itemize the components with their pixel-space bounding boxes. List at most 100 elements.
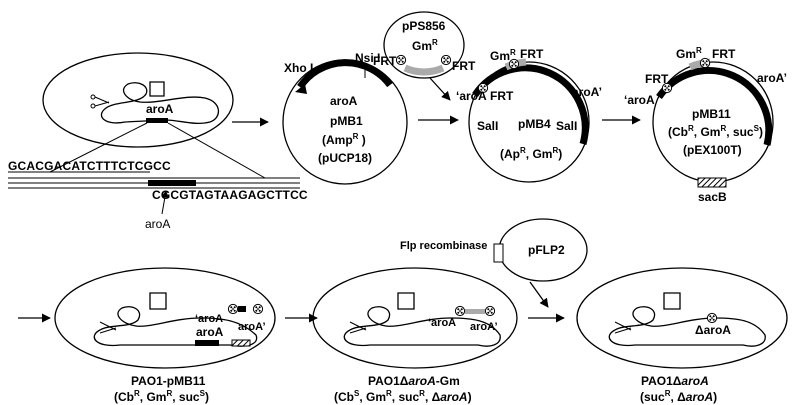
pMB11-aroA-left: ‘aroA <box>624 93 655 107</box>
pFLP2-plasmid: pFLP2 Flp recombinase <box>400 218 588 308</box>
arrow-icon <box>529 281 549 308</box>
chromosome-dna <box>100 82 220 125</box>
pMB11-gm: GmR <box>676 46 702 61</box>
strain3-cell <box>576 267 788 369</box>
pMB4-aroA-right: aroA’ <box>572 85 602 99</box>
pMB4-sal-right: SalI <box>556 119 577 133</box>
scissors-cut-icon <box>614 321 632 334</box>
frt-site-icon <box>454 305 466 317</box>
pMB11-frt-left: FRT <box>645 72 669 86</box>
scissors-cut-icon <box>349 321 367 334</box>
lower-sequence: CGCGTAGTAAGAGCTTCC <box>152 188 308 202</box>
pMB11-frt-top: FRT <box>712 47 736 61</box>
pPS856-gm-segment <box>403 64 445 76</box>
strain2-aroA-left: ‘aroA <box>428 317 456 329</box>
pMB4-circle <box>468 61 590 183</box>
strain1-dna <box>93 306 258 347</box>
strain1-name: PAO1-pMB11 <box>131 374 206 388</box>
zoom-line-left <box>49 122 148 173</box>
aroA-pointer-icon <box>161 190 169 215</box>
strain3-name: PAO1ΔaroA <box>641 374 709 388</box>
pMB4-sal-left: SalI <box>477 119 498 133</box>
strain1-aroA: aroA <box>196 325 224 339</box>
hatched-sacB-icon <box>697 177 727 188</box>
frt-site-icon <box>699 57 711 69</box>
strain3-loop <box>663 292 681 310</box>
strain2-markers: (CbS, GmR, sucR, ΔaroA) <box>334 389 472 404</box>
pMB11-aroA-right: aroA’ <box>757 71 787 85</box>
zoom-line-right <box>167 122 266 179</box>
strain1-markers: (CbR, GmR, sucS) <box>114 389 209 404</box>
chromosome-loop <box>149 81 165 97</box>
pMB1-nsi-site: Nsi I <box>355 51 380 65</box>
pMB1-aroA-arrowhead <box>295 84 307 94</box>
pMB11-aroA-segment <box>656 67 773 146</box>
frt-site-icon <box>508 58 520 70</box>
pMB4-name: pMB4 <box>518 117 551 131</box>
frt-site-icon <box>706 312 718 324</box>
frt-site-icon <box>227 303 239 315</box>
strain1-aroA-left: ‘aroA <box>195 313 223 325</box>
sequence-panel: GCACGACATCTTTCTCGCC CGCGTAGTAAGAGCTTCC a… <box>8 159 308 231</box>
strain3-markers: (sucR, ΔaroA) <box>640 389 717 404</box>
pMB11-backbone: (pEX100T) <box>683 143 742 157</box>
strain-PAO1-deltaAroA: ΔaroA PAO1ΔaroA (sucR, ΔaroA) <box>576 267 788 404</box>
frt-site-icon <box>252 303 264 315</box>
aroA-locus <box>146 118 168 123</box>
pMB1-marker: (AmpR ) <box>322 132 366 147</box>
strain1-aroA-right: aroA’ <box>238 321 266 333</box>
strain3-dna <box>608 306 766 347</box>
strain2-cell <box>312 267 518 369</box>
frt-site-icon <box>440 54 452 66</box>
strain2-loop <box>397 292 415 310</box>
pMB4-gm: GmR <box>490 48 516 63</box>
pMB1-aroA-segment <box>297 59 393 90</box>
aroA-region <box>148 180 196 186</box>
strain2-aroA-right: aroA’ <box>470 321 498 333</box>
pPS856-frt-right: FRT <box>452 59 476 73</box>
pMB11-markers: (CbR, GmR, sucS) <box>668 124 763 139</box>
pMB4-frt-left: FRT <box>490 89 514 103</box>
scissors-cut-icon <box>90 94 110 109</box>
pMB1-plasmid: aroA Nsi I Xho I pMB1 (AmpR ) (pUCP18) <box>282 51 408 185</box>
pMB1-backbone: (pUCP18) <box>318 151 372 165</box>
flp-gene-box <box>493 243 504 263</box>
pMB1-name: pMB1 <box>330 114 363 128</box>
pPS856-gm: GmR <box>412 38 438 53</box>
pMB1-xho-site: Xho I <box>284 61 313 75</box>
hatched-sacB-icon <box>231 339 251 347</box>
cell-outline <box>42 52 234 148</box>
strain1-gm-block <box>238 306 246 312</box>
pMB1-aroA-label: aroA <box>330 94 358 108</box>
pPS856-plasmid: pPS856 GmR FRT FRT <box>373 11 476 101</box>
strain-PAO1-pMB11: aroA ‘aroA aroA’ PAO1-pMB11 (CbR, GmR, s… <box>54 267 276 404</box>
strain2-name: PAO1ΔaroA-Gm <box>368 374 460 388</box>
pPS856-circle <box>383 11 465 79</box>
pMB4-aroA-left: ‘aroA <box>456 89 487 103</box>
strain3-delta-aroA: ΔaroA <box>695 323 731 337</box>
pMB11-name: pMB11 <box>692 107 731 121</box>
pPS856-name: pPS856 <box>402 19 446 33</box>
strain2-gm-block <box>465 309 485 314</box>
strain1-aroA-block <box>195 340 219 346</box>
pFLP2-name: pFLP2 <box>528 243 565 257</box>
flp-recombinase-label: Flp recombinase <box>400 240 487 252</box>
pMB4-frt-top: FRT <box>520 47 544 61</box>
pPS856-frt-left: FRT <box>373 54 397 68</box>
strain1-loop <box>149 292 167 310</box>
chromosome-aroA-label: aroA <box>146 102 174 116</box>
pMB11-plasmid: GmR FRT FRT ‘aroA aroA’ pMB11 (CbR, GmR,… <box>624 46 787 204</box>
upper-sequence: GCACGACATCTTTCTCGCC <box>8 159 171 173</box>
chromosome-cell: aroA <box>42 52 266 179</box>
sequence-aroA-label: aroA <box>145 217 170 231</box>
pMB4-aroA-segment <box>472 64 589 145</box>
strain-PAO1-deltaAroA-Gm: ‘aroA aroA’ PAO1ΔaroA-Gm (CbS, GmR, sucR… <box>312 267 518 404</box>
arrow-icon <box>429 77 451 101</box>
scissors-cut-icon <box>99 321 117 334</box>
frt-site-icon <box>484 305 496 317</box>
strain1-cell <box>54 267 276 369</box>
pMB4-plasmid: GmR FRT FRT ‘aroA aroA’ SalI SalI pMB4 (… <box>456 47 602 183</box>
pMB11-sacB: sacB <box>698 190 727 204</box>
pMB4-markers: (ApR, GmR) <box>500 146 562 161</box>
